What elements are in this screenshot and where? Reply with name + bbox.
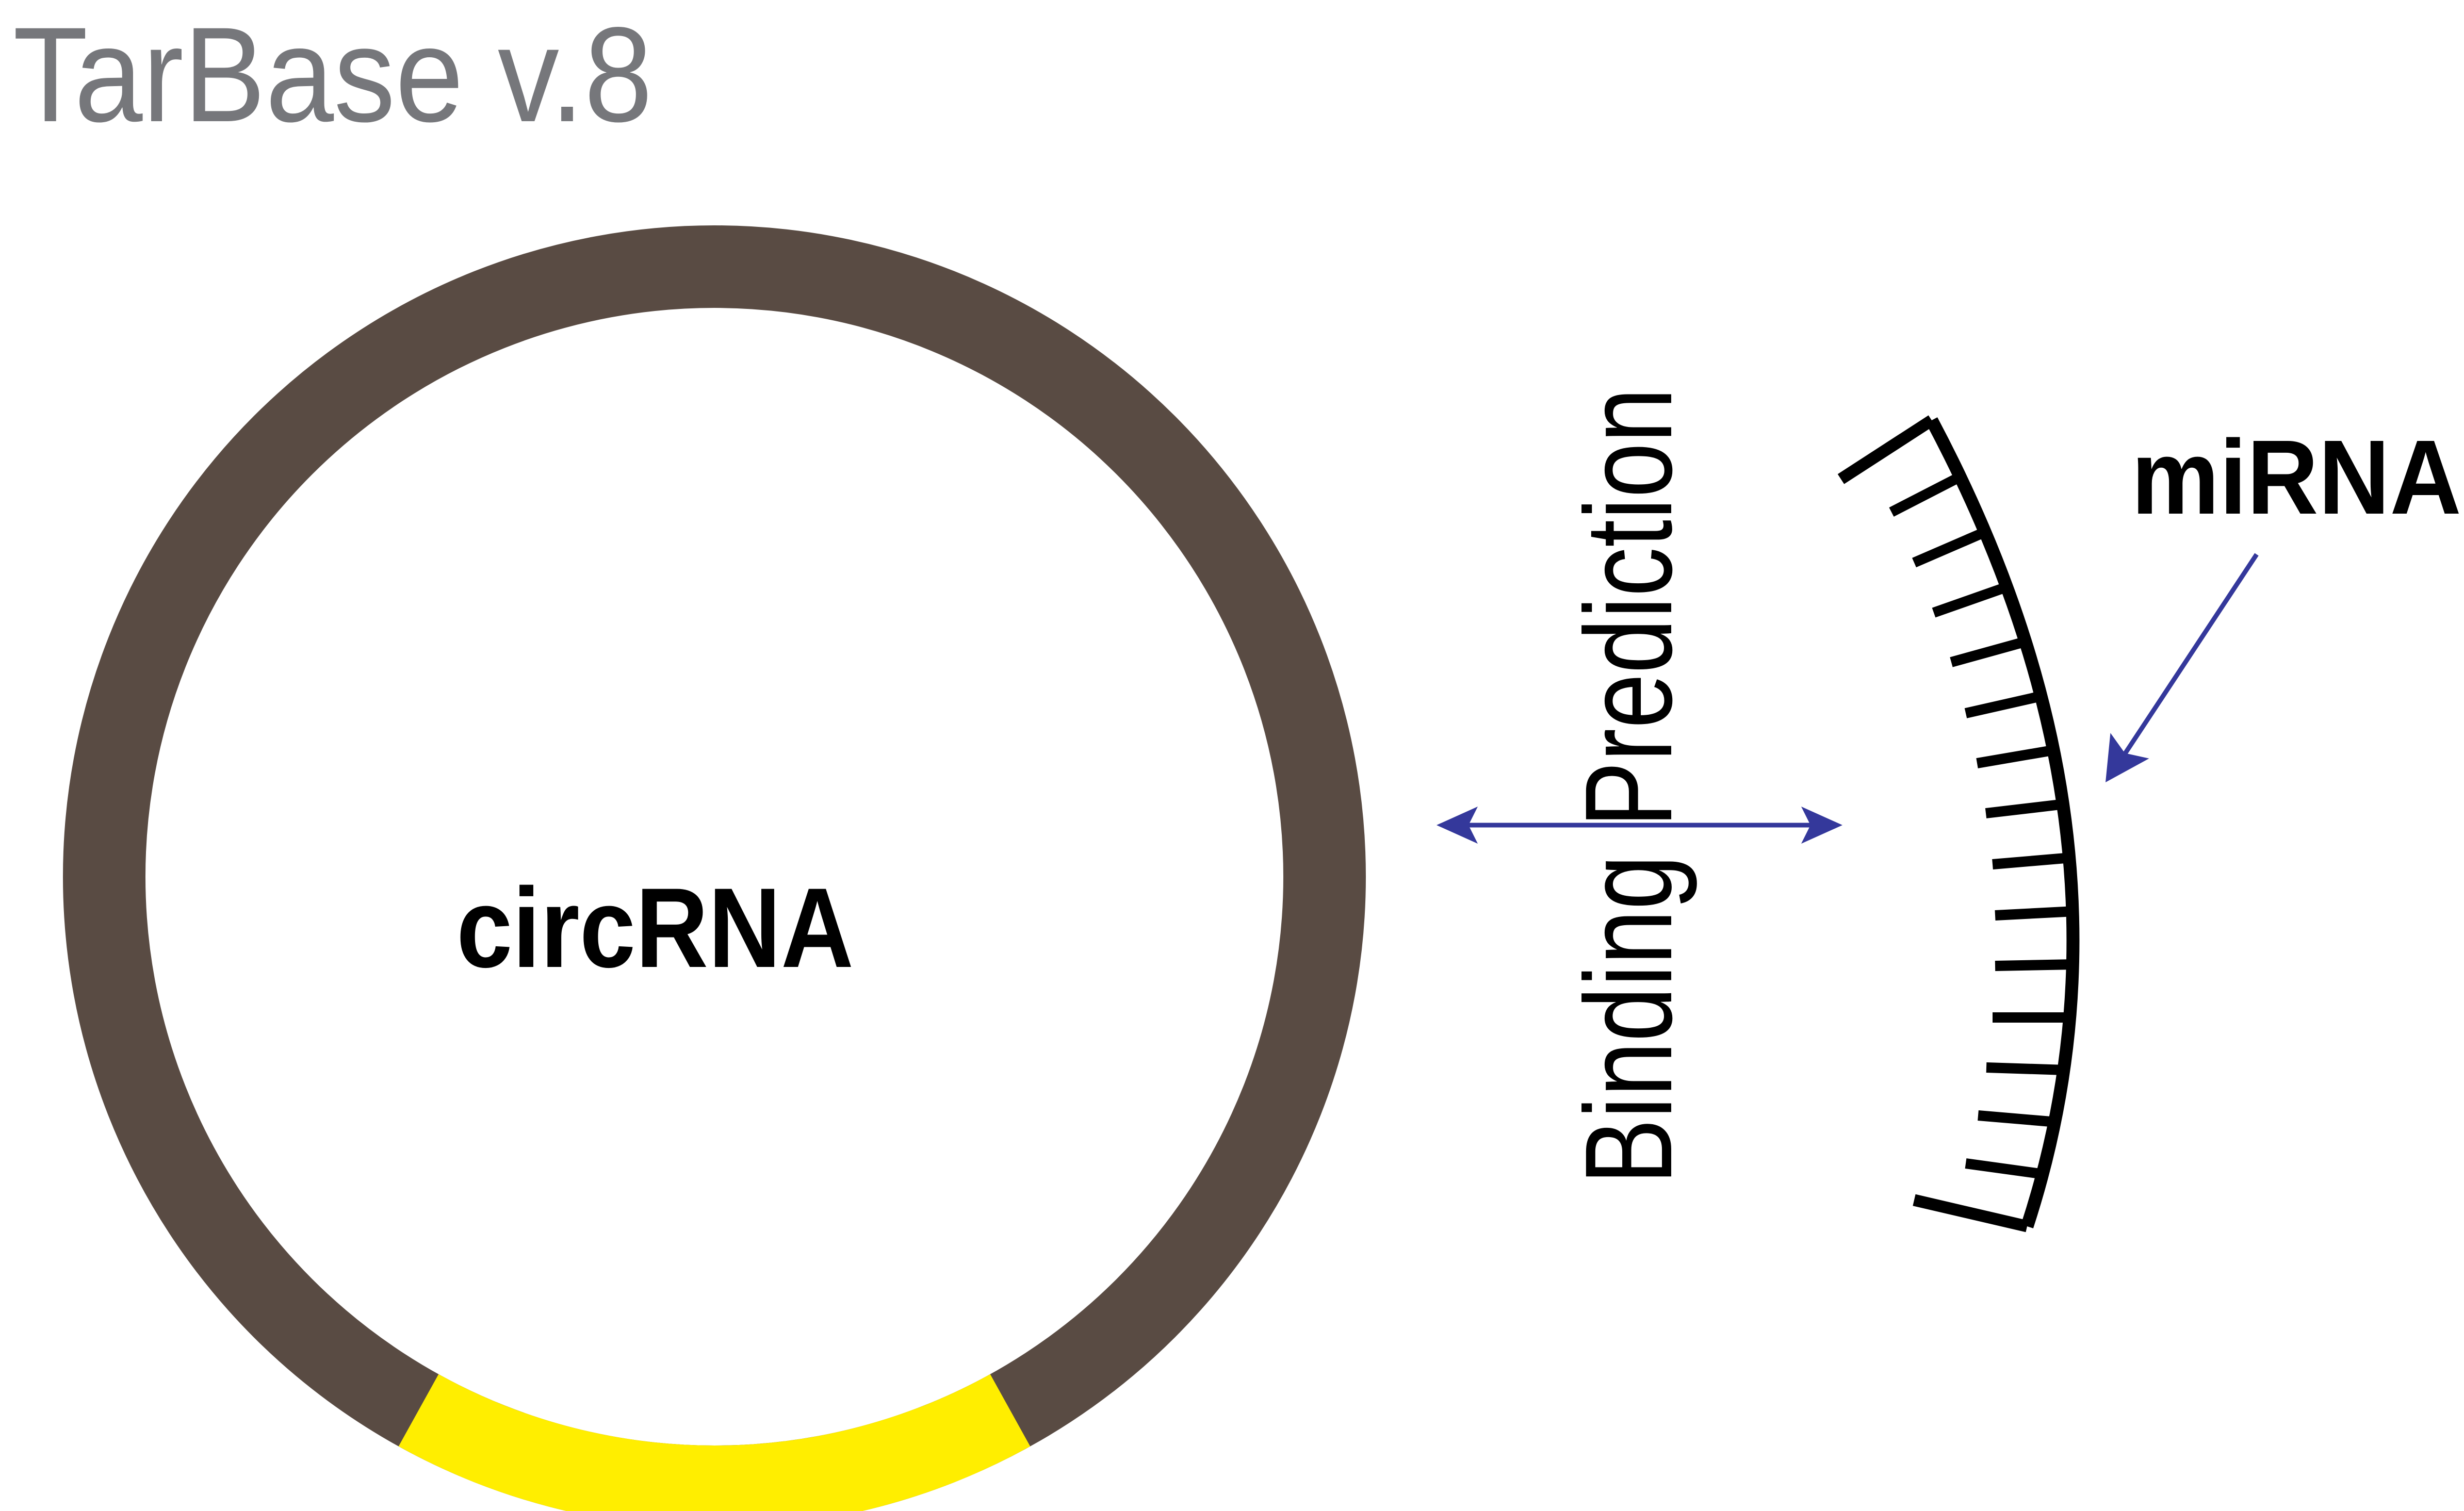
mirna-tooth <box>1932 581 2011 618</box>
circrna-highlight-arc <box>398 1374 1031 1511</box>
mirna-tooth <box>1965 1158 2045 1179</box>
mirna-tooth <box>1889 471 1964 517</box>
mirna-tooth <box>1950 636 2029 667</box>
mirna-spine <box>1925 417 2080 1228</box>
mirna-tooth <box>1976 745 2057 768</box>
binding-prediction-label: Binding Prediction <box>1559 388 1698 1185</box>
mirna-tooth <box>1912 526 1989 568</box>
binding-arrow-head-left <box>1437 807 1478 844</box>
mirna-tooth <box>1986 1062 2066 1075</box>
mirna-structure-icon <box>1837 415 2080 1233</box>
mirna-tooth <box>1992 852 2072 869</box>
mirna-label: miRNA <box>2131 418 2461 536</box>
mirna-tooth <box>1837 415 1935 484</box>
mirna-tooth <box>1913 1194 2029 1233</box>
mirna-pointer-arrow-icon <box>2106 553 2259 782</box>
mirna-tooth <box>1985 799 2066 818</box>
mirna-tooth <box>1995 906 2075 921</box>
mirna-pointer-line <box>2123 553 2259 755</box>
mirna-tooth <box>1964 691 2045 718</box>
mirna-pointer-head <box>2106 733 2149 782</box>
mirna-tooth <box>1995 959 2075 971</box>
binding-arrow-head-right <box>1801 807 1842 844</box>
page-title: TarBase v.8 <box>13 0 652 150</box>
mirna-tooth <box>1978 1110 2058 1127</box>
binding-double-arrow-icon <box>1437 807 1842 844</box>
circrna-label: circRNA <box>456 864 854 991</box>
